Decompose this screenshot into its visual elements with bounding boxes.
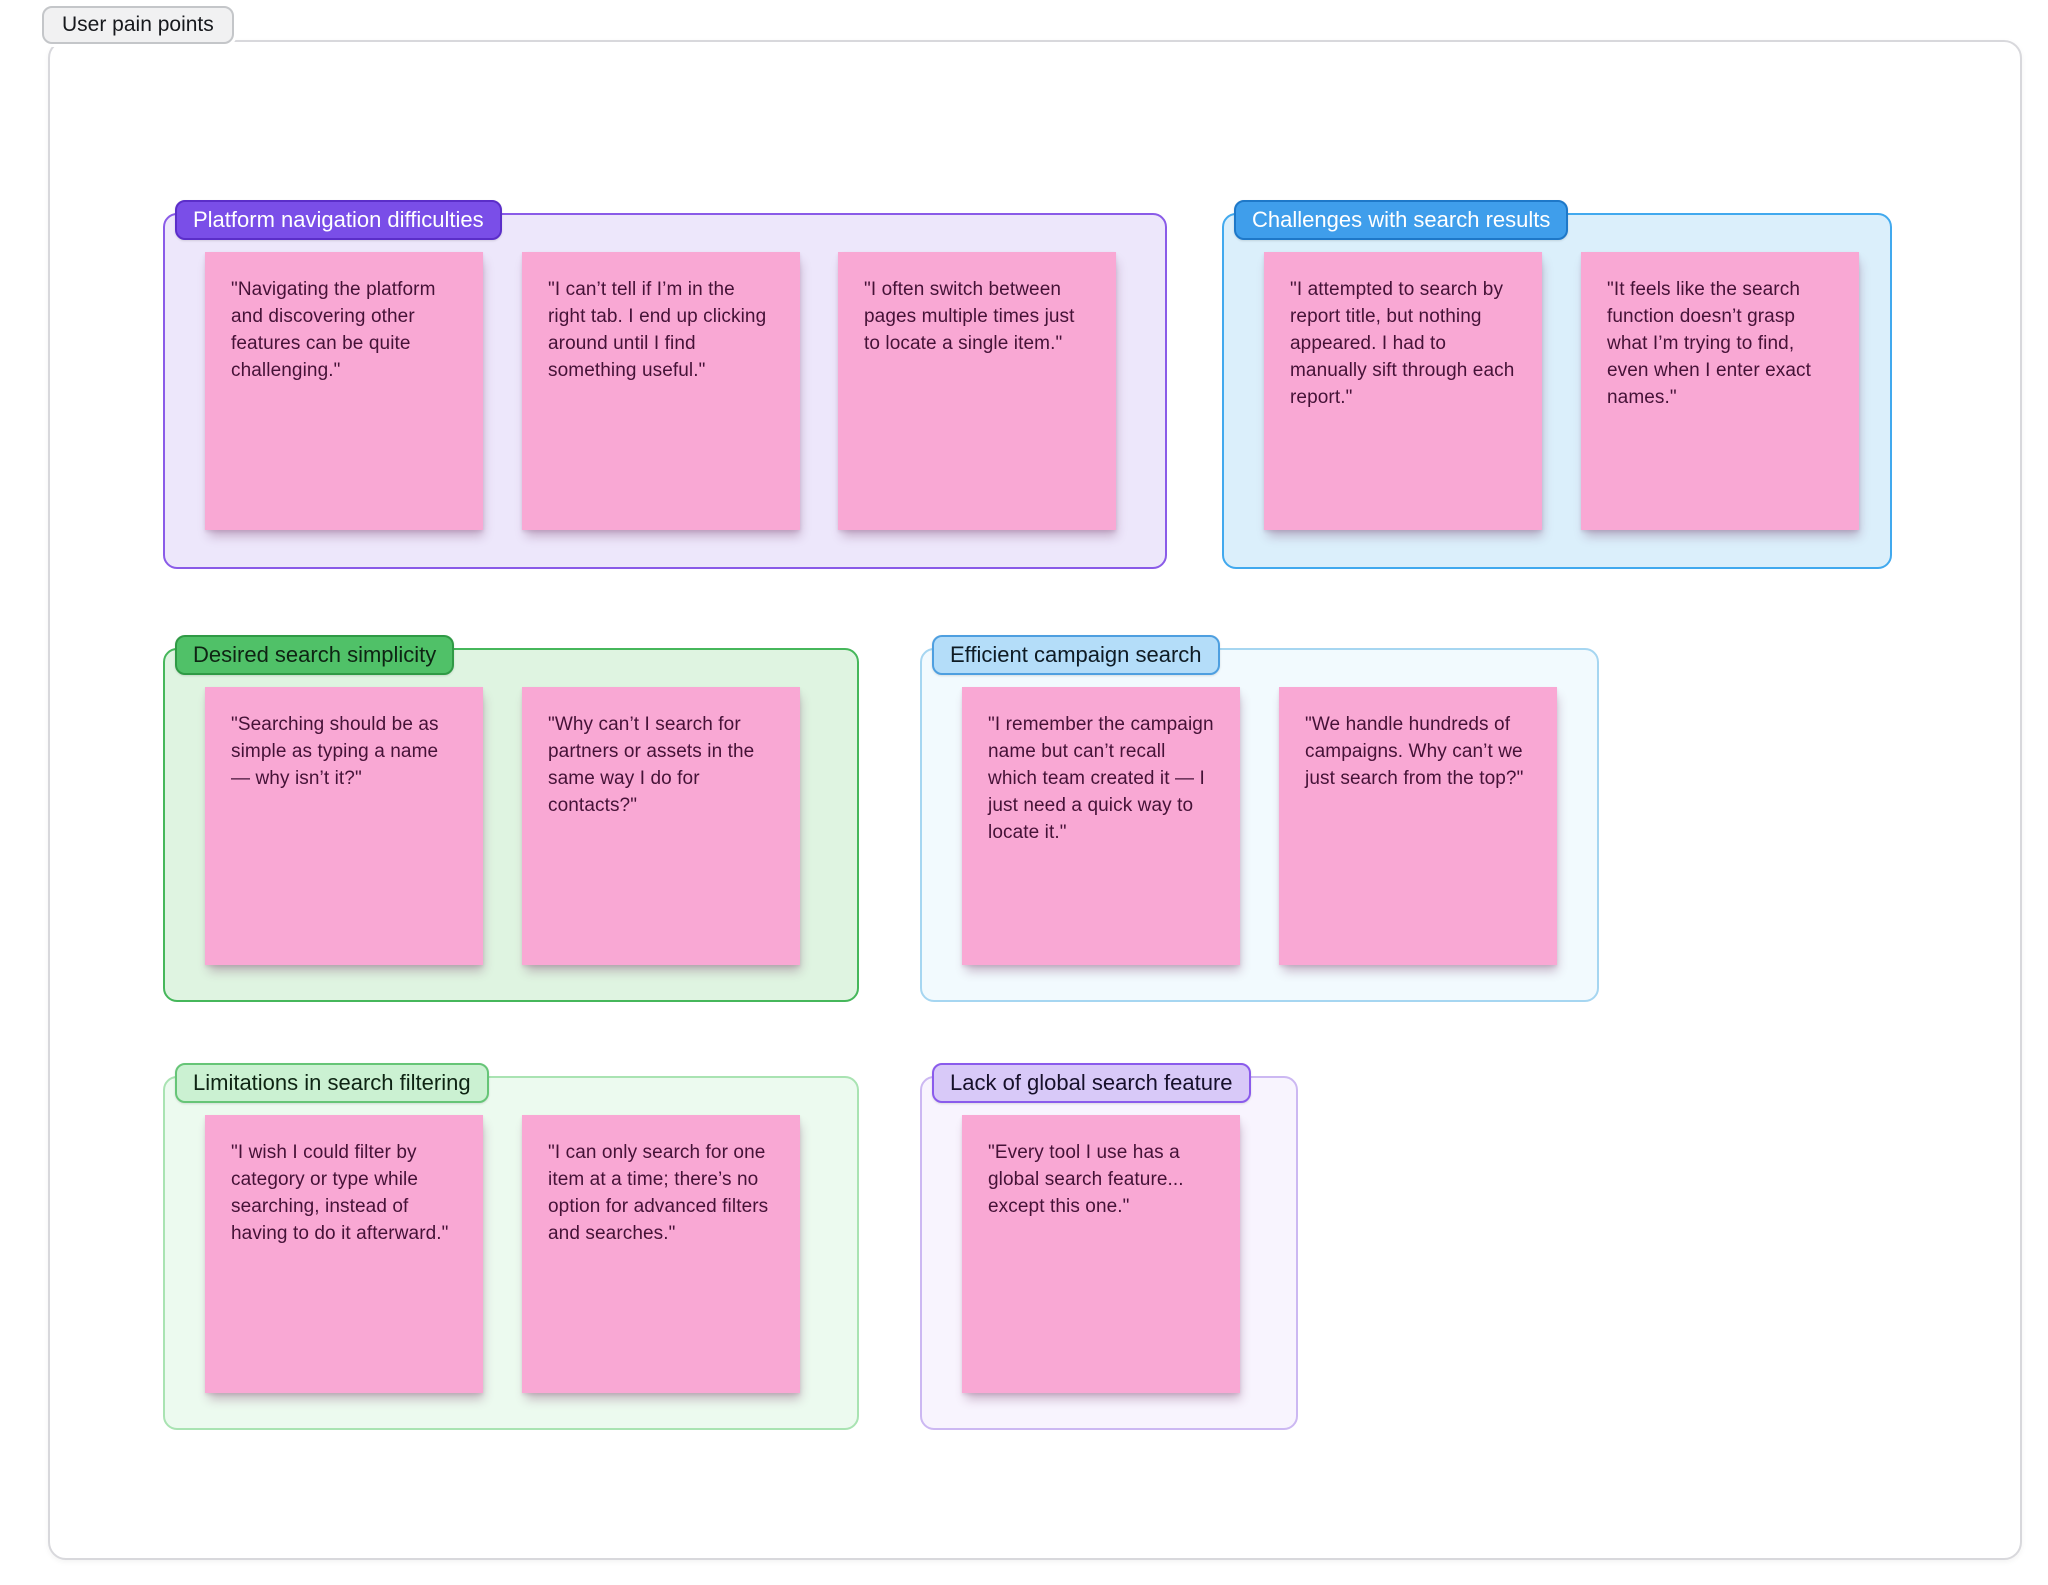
- whiteboard-canvas[interactable]: Platform navigation difficulties "Naviga…: [48, 40, 2022, 1560]
- sticky-note[interactable]: "I attempted to search by report title, …: [1264, 252, 1542, 530]
- sticky-note[interactable]: "I remember the campaign name but can’t …: [962, 687, 1240, 965]
- group-label-pill[interactable]: Challenges with search results: [1234, 200, 1569, 240]
- sticky-note-text: "Navigating the platform and discovering…: [231, 279, 436, 381]
- sticky-note-text: "It feels like the search function doesn…: [1607, 279, 1812, 408]
- sticky-note-text: "I often switch between pages multiple t…: [864, 279, 1075, 354]
- group-label-pill[interactable]: Lack of global search feature: [932, 1063, 1251, 1103]
- sticky-note[interactable]: "I wish I could filter by category or ty…: [205, 1115, 483, 1393]
- sticky-note[interactable]: "I often switch between pages multiple t…: [838, 252, 1116, 530]
- sticky-note-text: "I can’t tell if I’m in the right tab. I…: [548, 279, 767, 381]
- sticky-note-text: "Why can’t I search for partners or asse…: [548, 714, 755, 816]
- board-section-tab[interactable]: User pain points: [42, 6, 234, 44]
- sticky-note-text: "I wish I could filter by category or ty…: [231, 1142, 449, 1244]
- sticky-note[interactable]: "Navigating the platform and discovering…: [205, 252, 483, 530]
- sticky-note-text: "Every tool I use has a global search fe…: [988, 1142, 1184, 1217]
- sticky-note-text: "We handle hundreds of campaigns. Why ca…: [1305, 714, 1524, 789]
- sticky-note[interactable]: "It feels like the search function doesn…: [1581, 252, 1859, 530]
- group-label-pill[interactable]: Desired search simplicity: [175, 635, 455, 675]
- group-desired-search-simplicity[interactable]: Desired search simplicity "Searching sho…: [163, 635, 859, 1002]
- sticky-note-text: "I can only search for one item at a tim…: [548, 1142, 769, 1244]
- group-label-pill[interactable]: Limitations in search filtering: [175, 1063, 489, 1103]
- sticky-note-text: "I remember the campaign name but can’t …: [988, 714, 1214, 843]
- sticky-note-text: "Searching should be as simple as typing…: [231, 714, 439, 789]
- group-lack-of-global-search-feature[interactable]: Lack of global search feature "Every too…: [920, 1063, 1298, 1430]
- sticky-note[interactable]: "Searching should be as simple as typing…: [205, 687, 483, 965]
- group-label-pill[interactable]: Platform navigation difficulties: [175, 200, 502, 240]
- sticky-note[interactable]: "We handle hundreds of campaigns. Why ca…: [1279, 687, 1557, 965]
- sticky-note[interactable]: "I can’t tell if I’m in the right tab. I…: [522, 252, 800, 530]
- sticky-note[interactable]: "I can only search for one item at a tim…: [522, 1115, 800, 1393]
- group-limitations-in-search-filtering[interactable]: Limitations in search filtering "I wish …: [163, 1063, 859, 1430]
- sticky-note[interactable]: "Every tool I use has a global search fe…: [962, 1115, 1240, 1393]
- group-label-pill[interactable]: Efficient campaign search: [932, 635, 1220, 675]
- sticky-note-text: "I attempted to search by report title, …: [1290, 279, 1515, 408]
- group-challenges-with-search-results[interactable]: Challenges with search results "I attemp…: [1222, 200, 1892, 569]
- sticky-note[interactable]: "Why can’t I search for partners or asse…: [522, 687, 800, 965]
- group-platform-navigation-difficulties[interactable]: Platform navigation difficulties "Naviga…: [163, 200, 1167, 569]
- group-efficient-campaign-search[interactable]: Efficient campaign search "I remember th…: [920, 635, 1599, 1002]
